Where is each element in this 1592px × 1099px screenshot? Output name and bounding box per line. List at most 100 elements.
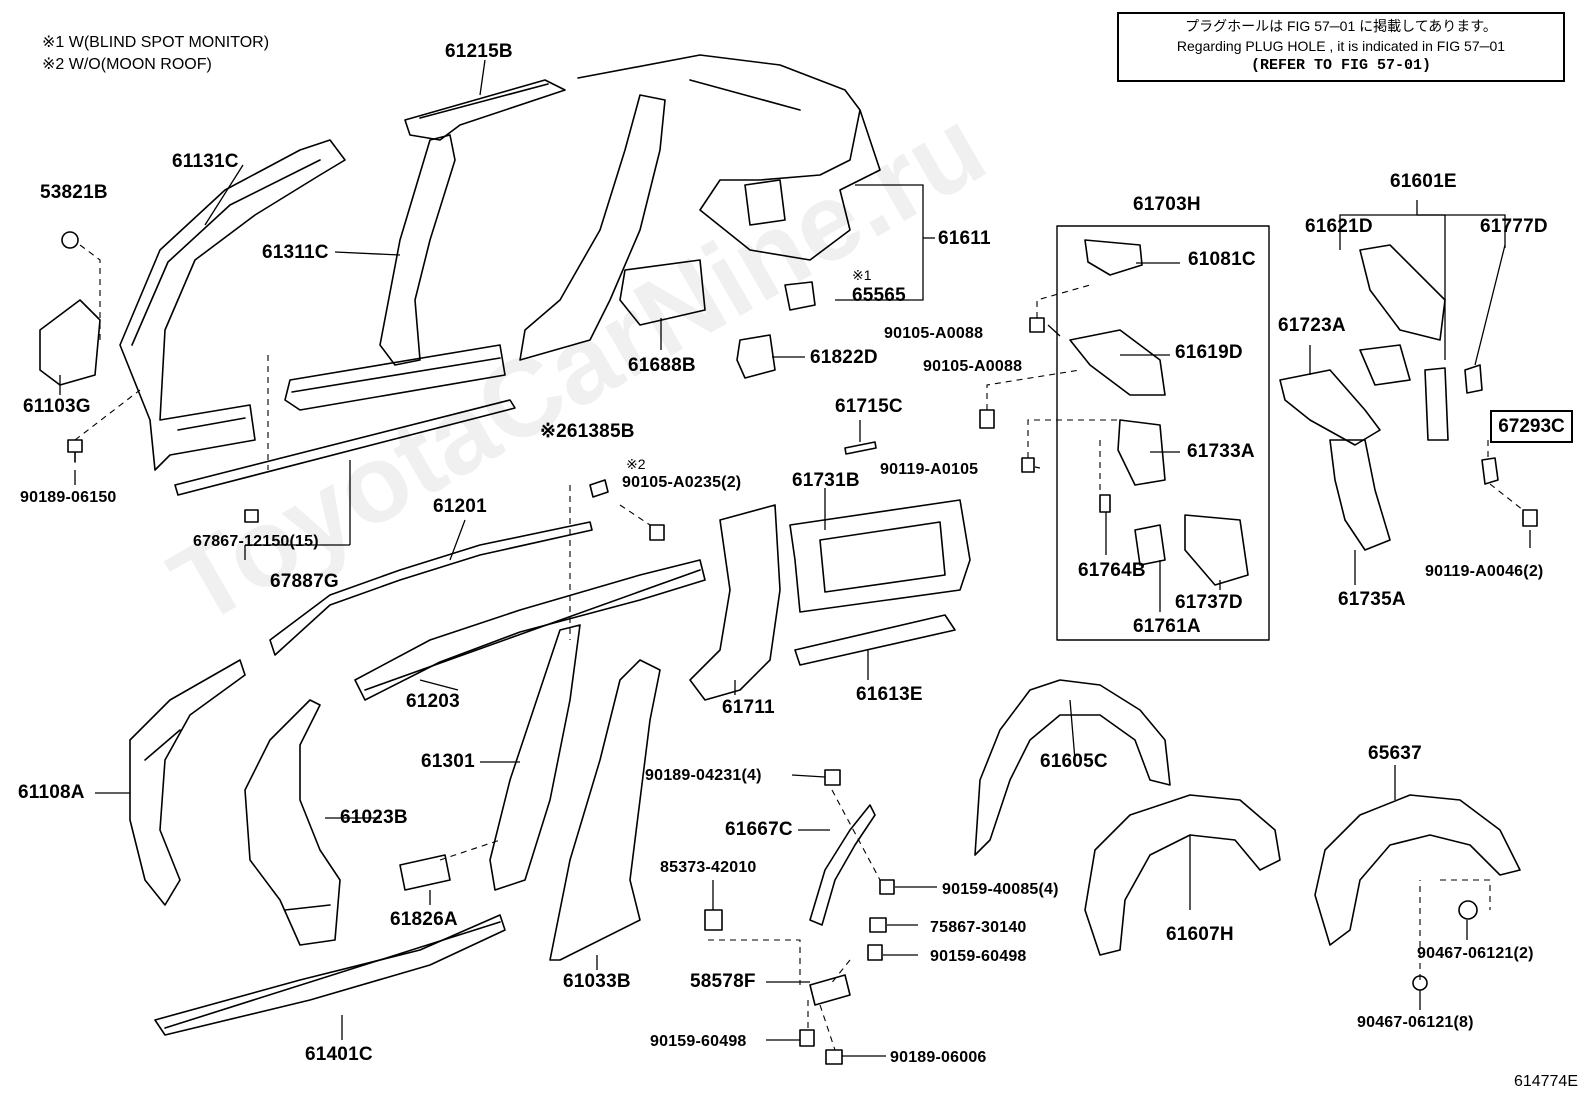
part-61723a-shape[interactable] [1279, 369, 1381, 446]
part-61601e-inner-shape[interactable] [1359, 344, 1449, 441]
part-label-90189-06150[interactable]: 90189-06150 [20, 489, 117, 506]
part-label-61401c[interactable]: 61401C [305, 1044, 373, 1065]
part-53821b-shape[interactable] [61, 231, 79, 249]
part-label-61777d[interactable]: 61777D [1480, 216, 1548, 237]
part-label-61667c[interactable]: 61667C [725, 819, 793, 840]
part-90119-a0046-shape[interactable] [1522, 509, 1538, 527]
part-61826a-shape[interactable] [399, 854, 451, 891]
part-90159-60498b-shape[interactable] [799, 1029, 815, 1047]
part-label-61737d[interactable]: 61737D [1175, 592, 1243, 613]
part-label-61613e[interactable]: 61613E [856, 684, 923, 705]
part-61733a-shape[interactable] [1117, 419, 1166, 486]
part-label-67867-12150[interactable]: 67867-12150(15) [193, 533, 319, 550]
part-label-90105-a0088-lower[interactable]: 90105-A0088 [923, 358, 1023, 375]
part-label-85373-42010[interactable]: 85373-42010 [660, 859, 757, 876]
part-label-61731b[interactable]: 61731B [792, 470, 860, 491]
part-90189-04231-shape[interactable] [824, 769, 841, 786]
part-label-90467-06121-8[interactable]: 90467-06121(8) [1357, 1014, 1474, 1031]
part-label-61311c[interactable]: 61311C [262, 242, 329, 263]
part-label-61715c[interactable]: 61715C [835, 396, 903, 417]
part-label-67887g[interactable]: 67887G [270, 571, 339, 592]
part-61215b-shape[interactable] [404, 79, 566, 141]
part-61108a-shape[interactable] [129, 659, 246, 906]
part-61301-shape[interactable] [489, 624, 581, 891]
part-label-61619d[interactable]: 61619D [1175, 342, 1243, 363]
part-90105-a0088-shape[interactable] [1029, 317, 1045, 333]
part-label-61023b[interactable]: 61023B [340, 807, 408, 828]
part-label-90105-a0235[interactable]: 90105-A0235(2) [622, 474, 742, 491]
part-label-90119-a0105[interactable]: 90119-A0105 [880, 461, 979, 478]
part-61385b-shape[interactable] [589, 479, 609, 498]
part-label-61201[interactable]: 61201 [433, 496, 487, 517]
part-61667c-shape[interactable] [809, 804, 876, 926]
part-61611-shape[interactable] [519, 54, 881, 361]
part-label-58578f[interactable]: 58578F [690, 971, 756, 992]
part-label-61215b[interactable]: 61215B [445, 41, 513, 62]
part-90105-a0235-shape[interactable] [649, 524, 665, 541]
part-label-61711[interactable]: 61711 [722, 697, 775, 718]
part-61605c-shape[interactable] [974, 679, 1171, 856]
part-61688b-shape[interactable] [619, 259, 706, 326]
part-label-61703h[interactable]: 61703H [1133, 194, 1201, 215]
part-label-75867-30140[interactable]: 75867-30140 [930, 919, 1027, 936]
part-61311c-shape[interactable] [284, 134, 506, 411]
part-67867-shape[interactable] [244, 509, 259, 523]
part-label-61826a[interactable]: 61826A [390, 909, 458, 930]
part-label-90159-60498-upper[interactable]: 90159-60498 [930, 948, 1027, 965]
part-67887g-shape[interactable] [174, 399, 516, 496]
part-61621d-shape[interactable] [1359, 244, 1446, 341]
part-label-90467-06121-2[interactable]: 90467-06121(2) [1417, 945, 1534, 962]
part-90189-06150-shape[interactable] [67, 439, 83, 463]
part-75867-shape[interactable] [869, 917, 887, 933]
part-90467-2-shape[interactable] [1458, 900, 1478, 920]
part-label-61385b[interactable]: ※261385B [540, 421, 635, 442]
part-label-65565[interactable]: 65565 [852, 285, 906, 306]
part-label-61723a[interactable]: 61723A [1278, 315, 1346, 336]
part-90105-a0088b-shape[interactable] [979, 409, 995, 429]
part-label-61605c[interactable]: 61605C [1040, 751, 1108, 772]
part-label-90119-a0046[interactable]: 90119-A0046(2) [1425, 563, 1544, 580]
part-label-61611[interactable]: 61611 [938, 228, 991, 249]
part-label-61081c[interactable]: 61081C [1188, 249, 1256, 270]
part-90159-40085-shape[interactable] [879, 879, 895, 895]
part-67293c-shape[interactable] [1481, 457, 1499, 485]
part-label-61688b[interactable]: 61688B [628, 355, 696, 376]
part-label-61761a[interactable]: 61761A [1133, 616, 1201, 637]
part-61711-shape[interactable] [689, 504, 781, 701]
part-label-90189-04231[interactable]: 90189-04231(4) [645, 767, 762, 784]
highlighted-part-67293c[interactable]: 67293C [1490, 410, 1573, 443]
part-label-61131c[interactable]: 61131C [172, 151, 239, 172]
part-61203-shape[interactable] [354, 559, 706, 701]
part-61401c-shape[interactable] [154, 914, 506, 1036]
part-90189-06006-shape[interactable] [825, 1049, 843, 1065]
part-61777d-shape[interactable] [1464, 364, 1483, 394]
part-label-61203[interactable]: 61203 [406, 691, 460, 712]
part-label-61108a[interactable]: 61108A [18, 782, 85, 803]
part-label-61735a[interactable]: 61735A [1338, 589, 1406, 610]
part-61103g-shape[interactable] [39, 299, 101, 386]
part-65565-shape[interactable] [784, 281, 816, 311]
part-label-53821b[interactable]: 53821B [40, 182, 108, 203]
part-61737d-shape[interactable] [1184, 514, 1249, 586]
part-label-61607h[interactable]: 61607H [1166, 924, 1234, 945]
part-61619d-shape[interactable] [1069, 329, 1166, 396]
part-label-61733a[interactable]: 61733A [1187, 441, 1255, 462]
part-label-90159-60498-lower[interactable]: 90159-60498 [650, 1033, 747, 1050]
part-61081c-shape[interactable] [1084, 239, 1143, 276]
part-90119-a0105-shape[interactable] [1021, 457, 1035, 473]
part-label-61301[interactable]: 61301 [421, 751, 475, 772]
part-label-61103g[interactable]: 61103G [23, 396, 91, 417]
part-85373-shape[interactable] [704, 909, 723, 931]
part-90467-8-shape[interactable] [1412, 975, 1428, 991]
part-label-61822d[interactable]: 61822D [810, 347, 878, 368]
part-61764b-shape[interactable] [1099, 494, 1111, 513]
part-label-65637[interactable]: 65637 [1368, 743, 1422, 764]
part-label-90105-a0088-upper[interactable]: 90105-A0088 [884, 325, 984, 342]
part-61761a-shape[interactable] [1134, 524, 1166, 566]
part-61822d-shape[interactable] [736, 334, 776, 379]
part-label-61764b[interactable]: 61764B [1078, 560, 1146, 581]
part-label-90159-40085[interactable]: 90159-40085(4) [942, 881, 1059, 898]
part-61201-shape[interactable] [269, 521, 593, 656]
part-61613e-shape[interactable] [794, 614, 956, 666]
part-58578f-shape[interactable] [809, 974, 851, 1006]
